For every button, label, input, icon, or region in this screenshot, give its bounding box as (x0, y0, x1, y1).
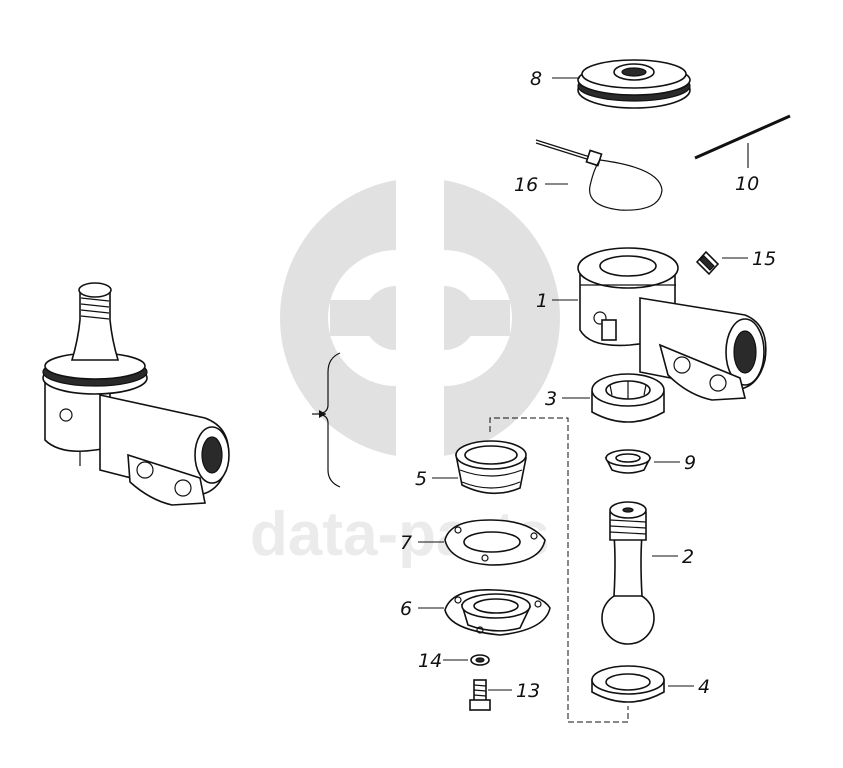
callout-6: 6 (400, 598, 412, 620)
watermark: data-parts (250, 178, 560, 569)
callout-8: 8 (530, 68, 542, 90)
part-3-bearing-ring (591, 373, 665, 423)
part-6-cover-plate (444, 589, 551, 636)
part-7-gasket (444, 519, 546, 566)
part-16-cable-tie (535, 139, 663, 211)
callout-2: 2 (682, 546, 694, 568)
callout-5: 5 (415, 468, 427, 490)
callout-1: 1 (536, 290, 548, 312)
assembled-tie-rod-end (42, 282, 230, 506)
callout-7: 7 (400, 532, 412, 554)
part-13-bolt (469, 679, 491, 711)
part-15-grease-nipple (695, 250, 720, 276)
part-4-lower-ring (591, 665, 665, 703)
part-5-boot (455, 440, 527, 495)
callout-9: 9 (684, 452, 696, 474)
part-8-dust-cover (577, 59, 691, 109)
callout-14: 14 (418, 650, 442, 672)
callout-3: 3 (545, 388, 557, 410)
part-14-washer (470, 654, 490, 666)
callout-10: 10 (735, 173, 759, 195)
part-1-housing (577, 247, 767, 401)
callout-15: 15 (752, 248, 776, 270)
part-2-ball-pin (601, 501, 655, 645)
part-10-wire (694, 114, 791, 160)
watermark-logo-icon (280, 178, 560, 458)
part-9-seal (604, 449, 652, 474)
callout-4: 4 (698, 676, 710, 698)
callout-16: 16 (514, 174, 538, 196)
callout-13: 13 (516, 680, 540, 702)
